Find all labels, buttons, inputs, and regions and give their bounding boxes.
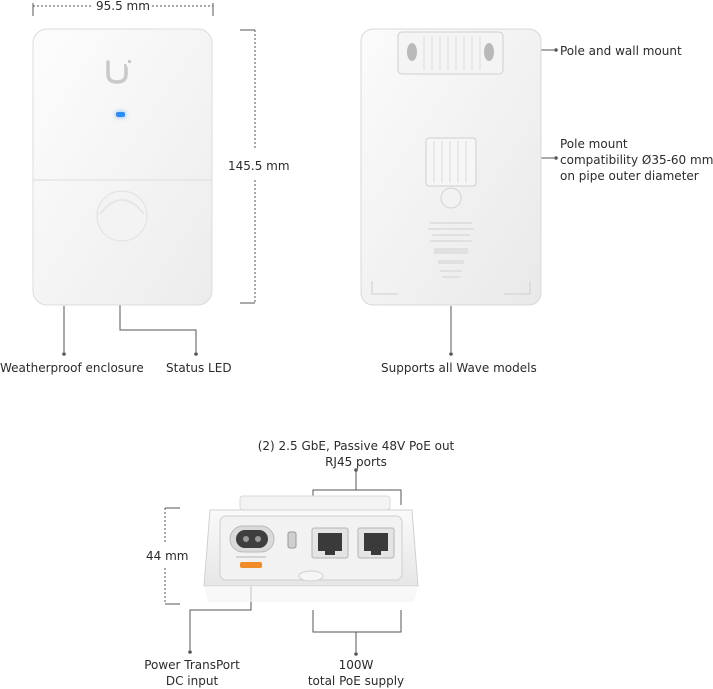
front-view-device bbox=[32, 28, 213, 306]
pole-mount-line-2: compatibility Ø35-60 mm bbox=[560, 153, 713, 167]
base-height-dimension-label: 44 mm bbox=[146, 549, 189, 563]
rj45-ports-line-2: RJ45 ports bbox=[325, 455, 387, 469]
ubiquiti-logo-icon bbox=[106, 60, 131, 84]
weatherproof-enclosure-label: Weatherproof enclosure bbox=[0, 361, 144, 375]
pole-mount-line-3: on pipe outer diameter bbox=[560, 169, 699, 183]
status-led-label: Status LED bbox=[166, 361, 232, 375]
rj45-ports-line-1: (2) 2.5 GbE, Passive 48V PoE out bbox=[257, 439, 455, 453]
power-transport-line-2: DC input bbox=[165, 674, 219, 688]
poe-supply-line-1: 100W bbox=[338, 658, 374, 672]
pole-wall-mount-label: Pole and wall mount bbox=[560, 44, 682, 58]
height-dimension-label: 145.5 mm bbox=[228, 159, 290, 173]
back-view-device bbox=[360, 28, 542, 306]
supports-wave-models-label: Supports all Wave models bbox=[381, 361, 537, 375]
pole-mount-compat-block: Pole mount compatibility Ø35-60 mm on pi… bbox=[560, 136, 713, 184]
poe-supply-label: 100W total PoE supply bbox=[300, 657, 412, 689]
pole-mount-line-1: Pole mount bbox=[560, 137, 628, 151]
power-transport-line-1: Power TransPort bbox=[144, 658, 240, 672]
power-transport-label: Power TransPort DC input bbox=[140, 657, 244, 689]
base-view-device bbox=[203, 495, 419, 602]
status-led bbox=[116, 112, 125, 117]
poe-supply-line-2: total PoE supply bbox=[307, 674, 405, 688]
width-dimension-label: 95.5 mm bbox=[96, 0, 150, 13]
rj45-ports-label: (2) 2.5 GbE, Passive 48V PoE out RJ45 po… bbox=[246, 438, 466, 470]
